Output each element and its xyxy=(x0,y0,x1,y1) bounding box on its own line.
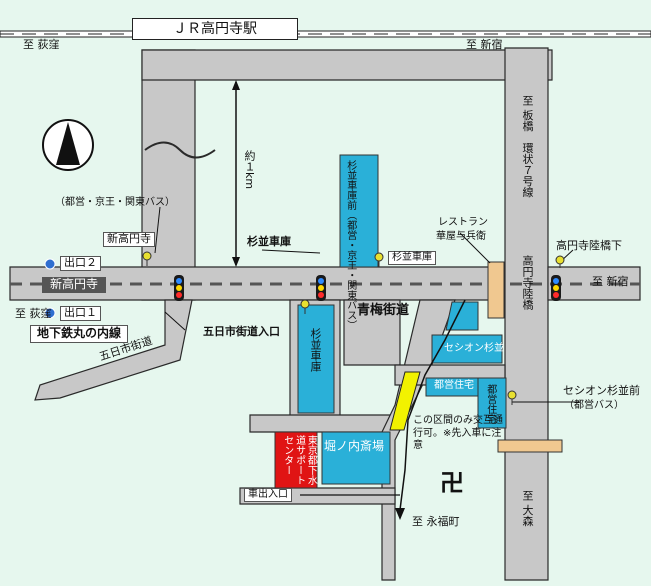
direction-omori: 至 大森 xyxy=(520,490,534,527)
horinouchi-building xyxy=(321,431,391,485)
north-arrow-icon xyxy=(42,119,94,171)
ome-kaido-label: 青梅街道 xyxy=(357,303,410,318)
subway-line-label: 地下鉄丸の内線 xyxy=(30,325,129,343)
diagonal-road xyxy=(381,299,456,581)
direction-shinjuku-right: 至 新宿 xyxy=(592,275,629,288)
subway-exit-2: 出口２ xyxy=(60,256,101,271)
direction-ogikubo-bottom: 至 荻窪 xyxy=(15,307,52,320)
suginami-garage-front-building xyxy=(339,154,379,268)
toei-housing-1-label: 都営住宅 xyxy=(434,380,474,391)
seishin-suginami-building xyxy=(431,334,503,364)
subway-exit-1: 出口１ xyxy=(60,306,101,321)
station-title: ＪＲ高円寺駅 xyxy=(132,18,298,41)
direction-ogikubo-top: 至 荻窪 xyxy=(23,38,60,51)
suginami-garage-building-label: 杉並車庫 xyxy=(308,328,322,372)
traffic-light-icon xyxy=(551,275,561,301)
horinouchi-label: 堀ノ内斎場 xyxy=(324,439,385,453)
itsukaichi-entrance-label: 五日市街道入口 xyxy=(203,325,280,338)
one-way-note: この区間のみ交互通行可。※先入車に注意 xyxy=(413,415,503,451)
jr-rail-line xyxy=(0,30,651,38)
distance-arrow xyxy=(232,80,240,267)
seishin-suginami-label: セシオン杉並 xyxy=(444,343,504,354)
station-road xyxy=(141,49,196,301)
bridge-walkway xyxy=(497,439,563,453)
suginami-garage-stop: 杉並車庫 xyxy=(388,251,436,265)
bus-stop-icon xyxy=(142,251,565,405)
station-plaza-road xyxy=(141,49,553,81)
narrow-section xyxy=(389,371,421,431)
toei-bus-label: （都営バス） xyxy=(564,400,624,411)
road-break-mark xyxy=(144,141,216,159)
buildings xyxy=(274,154,507,489)
direction-shinjuku-top: 至 新宿 xyxy=(466,38,503,51)
route-line xyxy=(300,299,466,520)
traffic-light-icon xyxy=(174,275,184,301)
car-entrance-label: 車出入口 xyxy=(244,488,292,502)
itsukaichi-kaido-road xyxy=(34,299,193,401)
center-label: 東京都下水道サポートセンター xyxy=(281,435,317,485)
direction-itabashi-loop7: 至 板橋 環状７号線 xyxy=(520,95,534,198)
distance-label: 約１km xyxy=(242,150,256,190)
shin-koenji-label: 新高円寺 xyxy=(42,277,107,293)
suginami-garage-building xyxy=(297,304,335,414)
koenji-bridge-label: 高円寺陸橋 xyxy=(520,255,534,310)
bus-stop-koenji: 新高円寺 xyxy=(103,232,155,247)
suginami-garage-label: 杉並車庫 xyxy=(247,235,291,248)
toei-housing-2-building xyxy=(477,377,507,429)
restaurant-label: レストラン xyxy=(438,217,488,228)
seishin-suginami-mae-label: セシオン杉並前 xyxy=(563,384,640,397)
subway-exit-icon xyxy=(44,258,56,319)
restaurant-name-label: 華屋与兵衛 xyxy=(436,231,486,242)
koenji-bridge-stop-label: 高円寺陸橋下 xyxy=(556,239,622,252)
temple-mark: 卍 xyxy=(440,469,464,497)
center-building xyxy=(274,431,318,489)
restaurant-building xyxy=(487,261,505,319)
direction-eifukucho: 至 永福町 xyxy=(412,515,460,528)
inner-road-bottom xyxy=(249,414,396,433)
toei-housing-2-label: 都営住宅 xyxy=(484,384,496,424)
traffic-light-icon xyxy=(316,275,326,301)
suginami-garage-mae-label: 杉並車庫前（都営・京王・関東バス） xyxy=(344,160,356,330)
bus-operators-top: （都営・京王・関東バス） xyxy=(55,197,175,208)
